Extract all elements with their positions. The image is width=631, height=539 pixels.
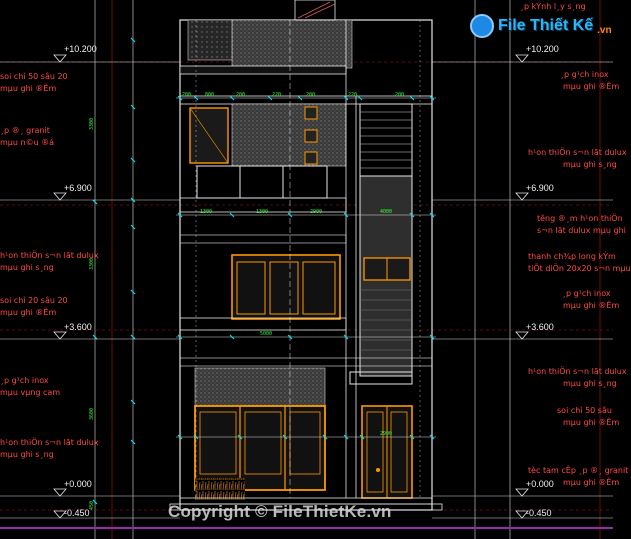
note-left-11: h¹on thiÖn s¬n lãt dulux — [0, 438, 99, 447]
building-facade — [169, 0, 443, 511]
logo-icon — [470, 14, 494, 38]
copyright-watermark: Copyright © FileThietKe.vn — [168, 502, 392, 521]
note-right-11: mµu ghi ®Ëm — [563, 301, 620, 310]
note-left-9: ¸p g¹ch inox — [0, 376, 49, 385]
elevation-drawing: 200 800 200 220 200 220 200 1300 1300 2900 4000 50… — [0, 0, 613, 539]
right-dimension-chain — [474, 0, 511, 539]
note-right-1: ¸p kÝnh l¸y s¸ng — [520, 2, 586, 11]
note-right-7: s¬n lãt dulux mµu ghi — [537, 226, 626, 235]
note-right-15: mµu ghi ®Ëm — [563, 418, 620, 427]
note-right-10: ¸p g¹ch inox — [562, 289, 611, 298]
logo-domain: .vn — [597, 25, 612, 36]
level-label-right-1: +10.200 — [526, 44, 559, 54]
dim-mid-5: 2900 — [380, 431, 392, 437]
dimension-text-mid: 1300 1300 2900 4000 5000 2900 — [200, 209, 392, 437]
note-left-1: soi chỉ 50 sâu 20 — [0, 72, 68, 81]
dim-top-2: 200 — [236, 92, 245, 98]
note-left-6: mµu ghi s¸ng — [0, 263, 54, 272]
dim-side-3: 450 — [89, 501, 95, 510]
dimension-rows — [176, 97, 436, 438]
dimension-text-side: 3300 3300 3600 450 — [89, 118, 95, 510]
dim-mid-3: 4000 — [380, 209, 392, 215]
dim-top-3: 220 — [272, 92, 281, 98]
level-label-right-5: -0.450 — [526, 508, 552, 518]
dim-top-0: 200 — [182, 92, 191, 98]
note-left-12: mµu ghi s¸ng — [0, 450, 54, 459]
note-right-9: tiÕt diÖn 20x20 s¬n mµu — [528, 264, 631, 273]
dim-mid-2: 2900 — [310, 209, 322, 215]
note-right-5: mµu ghi s¸ng — [563, 160, 617, 169]
note-right-4: h¹on thiÖn s¬n lãt dulux — [528, 148, 627, 157]
dim-top-4: 200 — [306, 92, 315, 98]
level-label-left-5: -0.450 — [64, 508, 90, 518]
note-right-6: t­êng ®¸m h¹on thiÖn — [537, 214, 623, 223]
left-dimension-chain — [92, 0, 136, 539]
note-left-8: mµu ghi ®Ëm — [0, 308, 57, 317]
logo-text: File Thiết Kế — [498, 17, 594, 34]
dim-top-5: 220 — [348, 92, 357, 98]
note-left-5: h¹on thiÖn s¬n lãt dulux — [0, 251, 99, 260]
level-label-left-4: +0.000 — [64, 479, 92, 489]
level-label-left-3: +3.600 — [64, 322, 92, 332]
note-left-2: mµu ghi ®Ëm — [0, 84, 57, 93]
note-right-13: mµu ghi s¸ng — [563, 379, 617, 388]
note-left-10: mµu vµng cam — [0, 388, 61, 397]
dim-mid-4: 5000 — [260, 331, 272, 337]
note-right-2: ¸p g¹ch inox — [560, 70, 609, 79]
dim-mid-1: 1300 — [256, 209, 268, 215]
level-label-right-3: +3.600 — [526, 322, 554, 332]
note-right-12: h¹on thiÖn s¬n lãt dulux — [528, 367, 627, 376]
note-right-8: thanh ch¾p long kÝm — [528, 252, 616, 261]
note-right-16: tèc tam cÊp ¸p ®¸ granit — [528, 466, 629, 475]
note-right-3: mµu ghi ®Ëm — [563, 82, 620, 91]
note-right-17: mµu ghi ®Ëm — [563, 478, 620, 487]
dim-side-2: 3600 — [89, 408, 95, 420]
level-markers — [53, 54, 529, 519]
level-label-left-2: +6.900 — [64, 183, 92, 193]
level-label-right-2: +6.900 — [526, 183, 554, 193]
level-label-right-4: +0.000 — [526, 479, 554, 489]
level-label-left-1: +10.200 — [64, 44, 97, 54]
dimension-text-top: 200 800 200 220 200 220 200 — [182, 92, 404, 98]
dim-top-6: 200 — [395, 92, 404, 98]
note-right-14: soi chỉ 50 sâu — [557, 406, 612, 415]
dim-side-0: 3300 — [89, 118, 95, 130]
brand-logo[interactable]: File Thiết Kế .vn — [470, 12, 612, 40]
dimension-ticks — [177, 95, 435, 440]
dim-mid-0: 1300 — [200, 209, 212, 215]
dim-side-1: 3300 — [89, 258, 95, 270]
note-left-7: soi chỉ 20 sâu 20 — [0, 296, 68, 305]
note-left-3: ¸p ®¸ granit — [0, 126, 50, 135]
dim-top-1: 800 — [205, 92, 214, 98]
note-left-4: mµu n©u ®á — [0, 138, 55, 147]
